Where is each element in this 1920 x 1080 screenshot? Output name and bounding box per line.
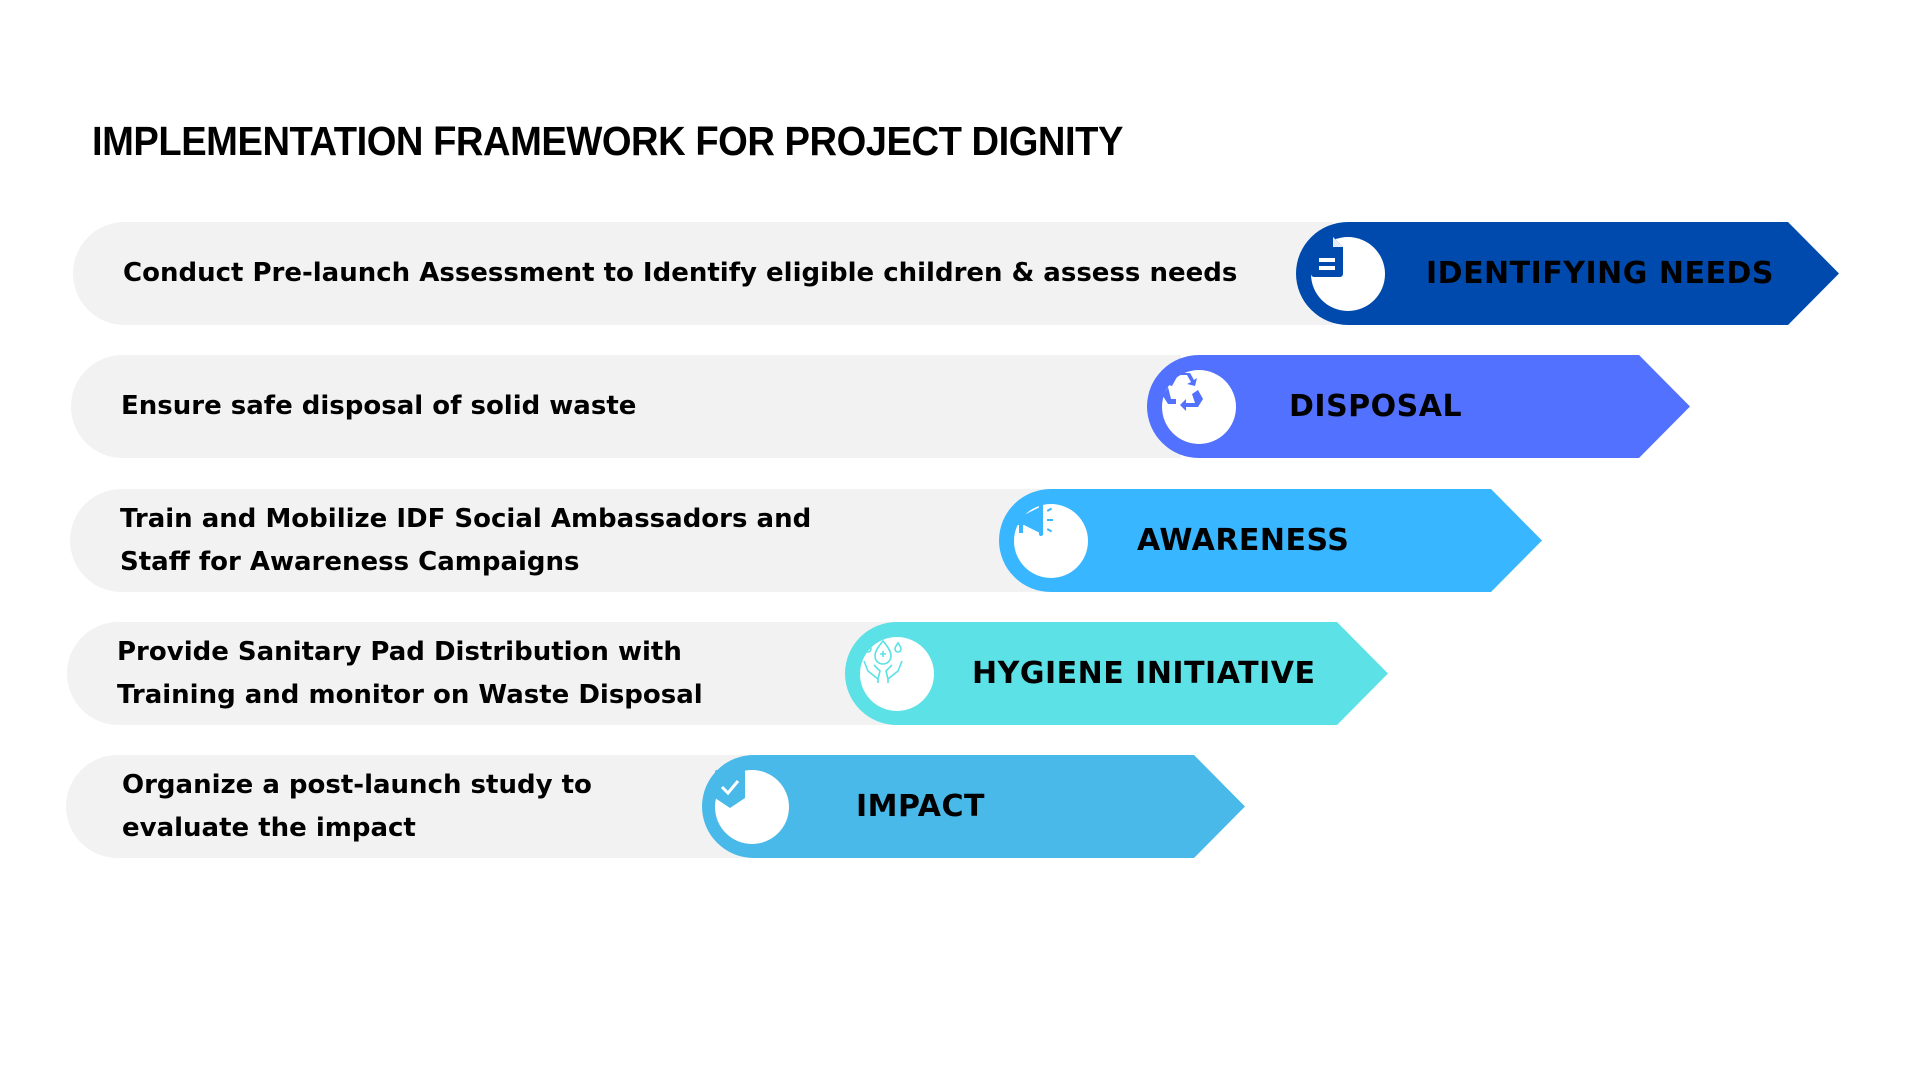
step-arrow: DISPOSAL — [1147, 355, 1692, 458]
step-description-pill: Ensure safe disposal of solid waste — [71, 355, 1181, 458]
recycle-icon — [1162, 370, 1236, 444]
step-arrow: IMPACT — [702, 755, 1247, 858]
megaphone-icon — [1014, 504, 1088, 578]
step-description-pill: Conduct Pre-launch Assessment to Identif… — [73, 222, 1333, 325]
step-description: Ensure safe disposal of solid waste — [121, 391, 637, 421]
document-icon — [1311, 237, 1385, 311]
step-awareness: Train and Mobilize IDF Social Ambassador… — [0, 489, 1920, 592]
step-description: Conduct Pre-launch Assessment to Identif… — [123, 258, 1238, 288]
step-label: IDENTIFYING NEEDS — [1426, 256, 1774, 291]
hygiene-hands-icon — [860, 637, 934, 711]
step-label: AWARENESS — [1137, 523, 1350, 558]
shield-check-icon — [715, 770, 789, 844]
step-label: DISPOSAL — [1289, 389, 1463, 424]
step-label: HYGIENE INITIATIVE — [972, 656, 1316, 691]
step-description-pill: Train and Mobilize IDF Social Ambassador… — [70, 489, 1050, 592]
step-disposal: Ensure safe disposal of solid waste DISP… — [0, 355, 1920, 458]
step-description: Train and Mobilize IDF Social Ambassador… — [120, 503, 812, 577]
step-arrow: AWARENESS — [999, 489, 1544, 592]
page-title: IMPLEMENTATION FRAMEWORK FOR PROJECT DIG… — [92, 118, 1123, 164]
step-identifying-needs: Conduct Pre-launch Assessment to Identif… — [0, 222, 1920, 325]
step-arrow: IDENTIFYING NEEDS — [1296, 222, 1841, 325]
step-arrow: HYGIENE INITIATIVE — [845, 622, 1390, 725]
step-label: IMPACT — [856, 789, 985, 824]
